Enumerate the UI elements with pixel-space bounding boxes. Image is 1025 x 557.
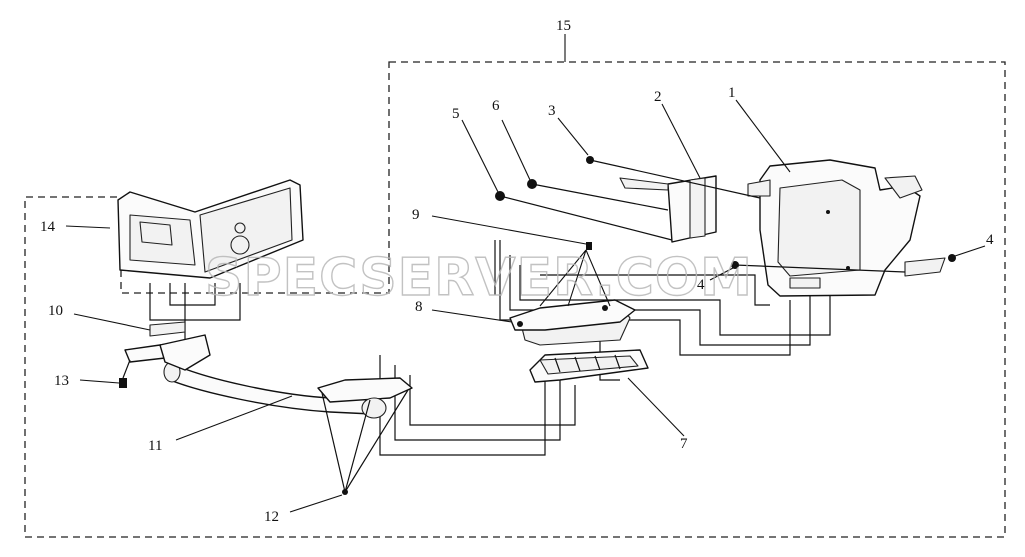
bolt-9: [586, 242, 592, 250]
bolt-4-right: [948, 254, 956, 262]
assembly-guide-lines: [149, 240, 831, 456]
callout-3: 3: [548, 103, 556, 119]
callout-12: 12: [264, 509, 279, 525]
watermark-text: SPECSERVER.COM: [205, 248, 753, 308]
callout-6: 6: [492, 98, 500, 114]
callout-9: 9: [412, 207, 420, 223]
callout-15: 15: [556, 18, 571, 34]
callout-labels: 1 2 3 4 4 5 6 7 8 9 10 11 12 13 14 15: [40, 18, 994, 525]
callout-10: 10: [48, 303, 63, 319]
callout-14: 14: [40, 219, 56, 235]
callout-8: 8: [415, 299, 423, 315]
leader-lines: [65, 34, 986, 513]
part-1-housing: [747, 159, 946, 297]
part-11-pipe: [159, 334, 373, 415]
fasteners: [495, 156, 956, 273]
callout-4-left: 4: [697, 277, 705, 293]
callout-13: 13: [54, 373, 69, 389]
callout-7: 7: [680, 436, 688, 452]
callout-2: 2: [654, 89, 662, 105]
bolt-13: [119, 378, 127, 388]
part-8-support: [509, 299, 636, 331]
callout-4-right: 4: [986, 232, 994, 248]
part-12-pipe-bracket: [317, 377, 413, 495]
assembly-boundary: [24, 61, 1006, 538]
callout-1: 1: [728, 85, 736, 101]
callout-5: 5: [452, 106, 460, 122]
part-2-plate: [619, 175, 717, 243]
part-14-frame-bracket: [117, 179, 304, 279]
callout-11: 11: [148, 438, 162, 454]
